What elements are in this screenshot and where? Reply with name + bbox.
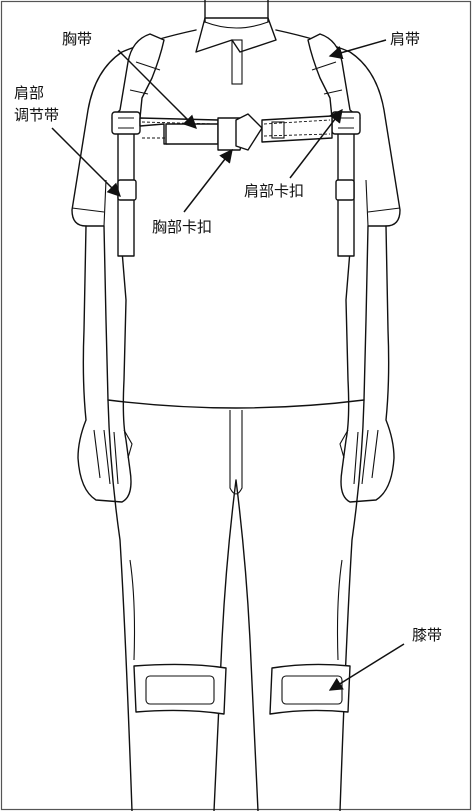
pants-inner <box>213 479 259 811</box>
right-fingers <box>353 429 379 485</box>
left-strap-detail <box>129 61 161 95</box>
arrow-chest-strap <box>117 49 197 129</box>
left-strap-keeper <box>117 179 137 201</box>
label-chest-strap: 胸带 <box>62 30 92 48</box>
arrow-icon <box>51 39 405 691</box>
label-knee-strap: 膝带 <box>412 626 442 644</box>
chest-buckle-male <box>235 113 263 151</box>
knee-crease <box>129 559 343 661</box>
label-shoulder-adjust-1: 肩部 <box>14 84 44 102</box>
placket <box>231 39 243 85</box>
left-adjuster-buckle <box>111 111 141 135</box>
arrow-shoulder-strap <box>328 39 387 60</box>
chest-strap-tail <box>165 123 219 145</box>
right-adjuster-buckle <box>331 111 361 135</box>
arrow-knee-strap <box>328 643 405 691</box>
sleeve-hem <box>71 207 401 213</box>
left-knee-strap-inner <box>145 675 215 705</box>
label-chest-buckle: 胸部卡扣 <box>152 218 212 236</box>
label-shoulder-strap: 肩带 <box>390 30 420 48</box>
right-knee-strap <box>269 663 351 715</box>
left-knee-strap <box>133 663 227 715</box>
pants-outer <box>107 399 365 811</box>
arrow-chest-buckle <box>183 148 233 213</box>
chest-strap-slider <box>271 121 285 139</box>
arrow-shoulder-adjust <box>51 127 121 197</box>
right-strap-keeper <box>335 179 355 201</box>
chest-strap-right-stitch <box>263 119 331 137</box>
label-shoulder-adjust-2: 调节带 <box>14 106 59 124</box>
left-adjuster-slots <box>118 117 134 129</box>
harness <box>111 33 361 715</box>
shirt <box>71 29 401 409</box>
right-thumb <box>339 429 349 459</box>
right-strap-detail <box>311 61 343 95</box>
fly <box>229 410 243 495</box>
label-shoulder-buckle: 肩部卡扣 <box>244 182 304 200</box>
left-thumb <box>123 429 133 459</box>
person-figure <box>71 0 401 811</box>
sleeve-seam <box>103 179 369 227</box>
collar-band <box>204 21 269 29</box>
left-fingers <box>93 429 119 485</box>
collar <box>195 17 277 53</box>
arrow-shoulder-buckle <box>289 108 343 179</box>
